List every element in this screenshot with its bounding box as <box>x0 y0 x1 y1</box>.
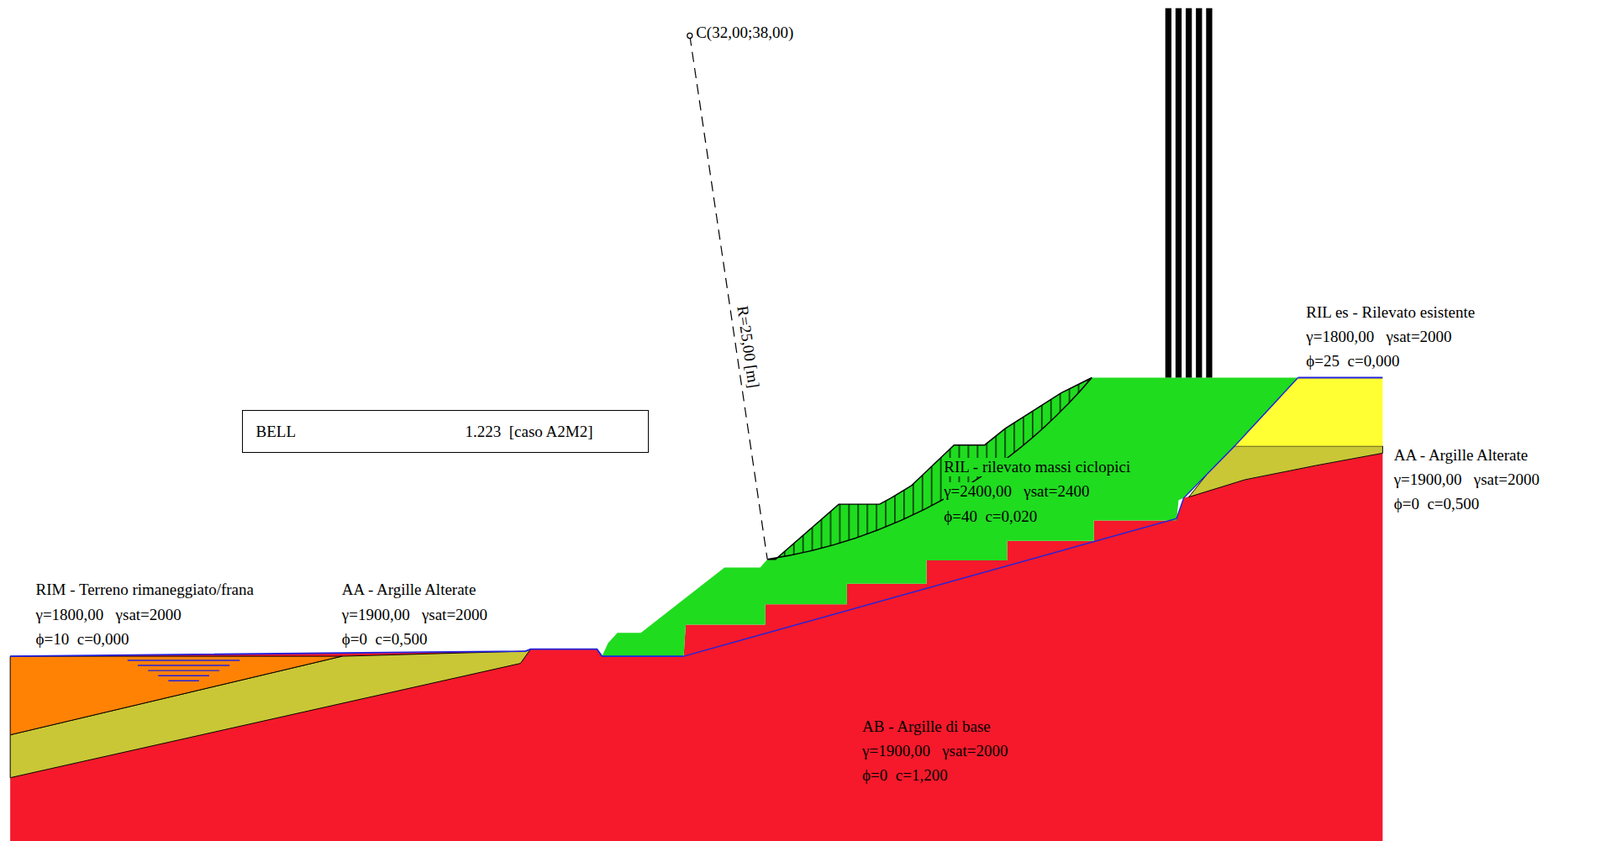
radius-line <box>689 36 768 560</box>
material-label: ϕ=0 c=0,500 <box>342 630 428 649</box>
material-label: RIL - rilevato massi ciclopici <box>943 457 1131 477</box>
centre-point <box>687 32 693 38</box>
material-label: γ=1900,00 γsat=2000 <box>1394 470 1540 490</box>
altered-clay-left <box>10 649 531 779</box>
centre-label: C(32,00;38,00) <box>695 23 794 43</box>
material-label: γ=1800,00 γsat=2000 <box>36 605 182 625</box>
cyclopean-embankment <box>601 377 1298 657</box>
material-label: RIM - Terreno rimaneggiato/frana <box>36 580 254 600</box>
material-label: AB - Argille di base <box>862 717 991 737</box>
result-box: BELL 1.223 [caso A2M2] <box>242 410 650 453</box>
material-label: γ=2400,00 γsat=2400 <box>943 482 1090 501</box>
radius-label: R=25,00 [m] <box>732 305 763 390</box>
material-label: ϕ=25 c=0,000 <box>1305 352 1400 371</box>
material-label: AA - Argille Alterate <box>1394 446 1529 465</box>
material-label: γ=1900,00 γsat=2000 <box>862 742 1008 761</box>
material-label: γ=1900,00 γsat=2000 <box>342 605 488 625</box>
layer-boundary <box>684 377 1299 657</box>
water-table <box>127 660 241 681</box>
material-label: γ=1800,00 γsat=2000 <box>1305 327 1452 347</box>
material-label: RIL es - Rilevato esistente <box>1305 303 1475 322</box>
safety-factor: 1.223 [caso A2M2] <box>464 422 593 442</box>
section-frame <box>10 377 1383 841</box>
material-label: ϕ=0 c=0,500 <box>1394 494 1480 514</box>
remoulded-soil <box>10 656 343 736</box>
material-label: ϕ=0 c=1,200 <box>862 766 948 785</box>
material-label: ϕ=10 c=0,000 <box>36 630 130 649</box>
top-surface <box>1298 377 1384 379</box>
load-bars <box>1165 8 1213 379</box>
material-label: ϕ=40 c=0,020 <box>943 507 1037 527</box>
method-name: BELL <box>256 422 297 442</box>
ground-surface <box>10 649 684 658</box>
material-label: AA - Argille Alterate <box>342 580 477 600</box>
